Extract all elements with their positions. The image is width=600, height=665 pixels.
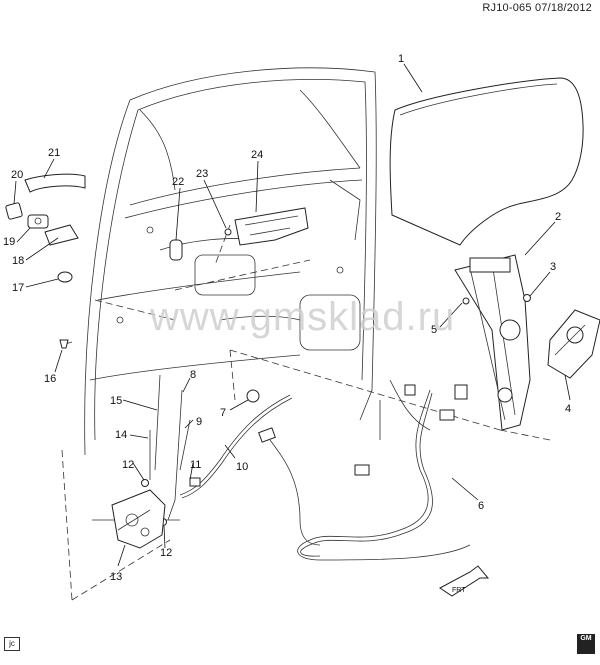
- lock-rod: [167, 389, 183, 521]
- gm-logo: GM: [577, 634, 595, 654]
- callout-2: 2: [555, 211, 561, 223]
- rod-clip-upper: [141, 479, 149, 487]
- bracket-bolt: [224, 228, 232, 236]
- lock-cylinder: [27, 214, 49, 229]
- callout-12-upper: 12: [122, 459, 134, 471]
- callout-19: 19: [3, 236, 15, 248]
- callout-8: 8: [190, 369, 196, 381]
- access-plug: [246, 389, 260, 403]
- callout-12-lower: 12: [160, 547, 172, 559]
- handle-cap: [5, 202, 23, 220]
- callout-21: 21: [48, 147, 60, 159]
- window-motor: [547, 309, 600, 379]
- push-pin: [59, 339, 69, 349]
- callout-6: 6: [478, 500, 484, 512]
- window-glass: [389, 77, 584, 246]
- callout-14: 14: [115, 429, 127, 441]
- wiring-harness: [258, 379, 471, 561]
- callout-24: 24: [251, 149, 263, 161]
- callout-numbers: 1 2 3 4 5 6 7 8 9 10 11 12 12 13 14 15 1…: [3, 53, 571, 583]
- cable-clip: [189, 477, 201, 487]
- callout-1: 1: [398, 53, 404, 65]
- release-cable: [179, 394, 291, 496]
- regulator-bolt: [523, 294, 531, 302]
- forward-arrow-label: FRT: [452, 587, 466, 594]
- door-latch: [111, 489, 166, 549]
- callout-16: 16: [44, 373, 56, 385]
- callout-10: 10: [236, 461, 248, 473]
- callout-22: 22: [172, 176, 184, 188]
- callout-9: 9: [196, 416, 202, 428]
- callout-3: 3: [550, 261, 556, 273]
- regulator-stud: [462, 297, 470, 305]
- callout-13: 13: [110, 571, 122, 583]
- leader-lines: [13, 63, 571, 567]
- window-regulator: [454, 254, 531, 431]
- drain-plug: [57, 271, 73, 283]
- callout-15: 15: [110, 395, 122, 407]
- callout-7: 7: [220, 407, 226, 419]
- callout-11: 11: [190, 459, 201, 471]
- diagram-date: 07/18/2012: [534, 2, 592, 14]
- callout-18: 18: [12, 255, 24, 267]
- callout-23: 23: [196, 168, 208, 180]
- lock-knob-trim: [169, 239, 183, 261]
- outside-handle-rod: [154, 374, 161, 471]
- callout-17: 17: [12, 282, 24, 294]
- callout-5: 5: [431, 324, 437, 336]
- corner-mark: jc: [4, 637, 20, 651]
- diagram-reference: RJ10-065 07/18/2012: [482, 2, 592, 14]
- door-module: [234, 207, 309, 246]
- inside-handle-rod: [179, 419, 191, 471]
- handle-bracket: [44, 224, 79, 246]
- diagram-ref-code: RJ10-065: [482, 2, 532, 14]
- forward-arrow-icon: FRT: [439, 565, 490, 597]
- callout-4: 4: [565, 403, 571, 415]
- watermark-text: www.gmsklad.ru: [150, 295, 456, 339]
- outside-handle: [24, 173, 86, 193]
- callout-20: 20: [11, 169, 23, 181]
- dashed-relation-lines: [61, 224, 551, 601]
- glass-edge-line: [399, 83, 558, 116]
